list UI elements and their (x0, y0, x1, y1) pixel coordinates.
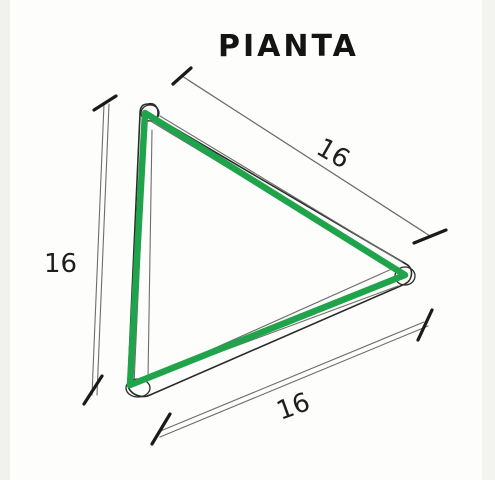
dimension-top-right: 16 (171, 66, 448, 245)
dimension-tick (416, 308, 434, 342)
dimension-left: 16 (44, 94, 118, 406)
paper-left-shadow (0, 0, 10, 480)
dimension-tick (412, 228, 448, 245)
corner-top (140, 104, 160, 122)
dimension-tick (150, 412, 172, 446)
dimension-label-left: 16 (44, 249, 77, 279)
paper-right-shadow (482, 0, 495, 480)
dimension-tick (92, 94, 118, 112)
triangle-outline (126, 109, 409, 389)
dimension-tick (171, 66, 193, 86)
plan-title: PIANTA (218, 29, 359, 64)
dimension-tick (82, 374, 104, 406)
